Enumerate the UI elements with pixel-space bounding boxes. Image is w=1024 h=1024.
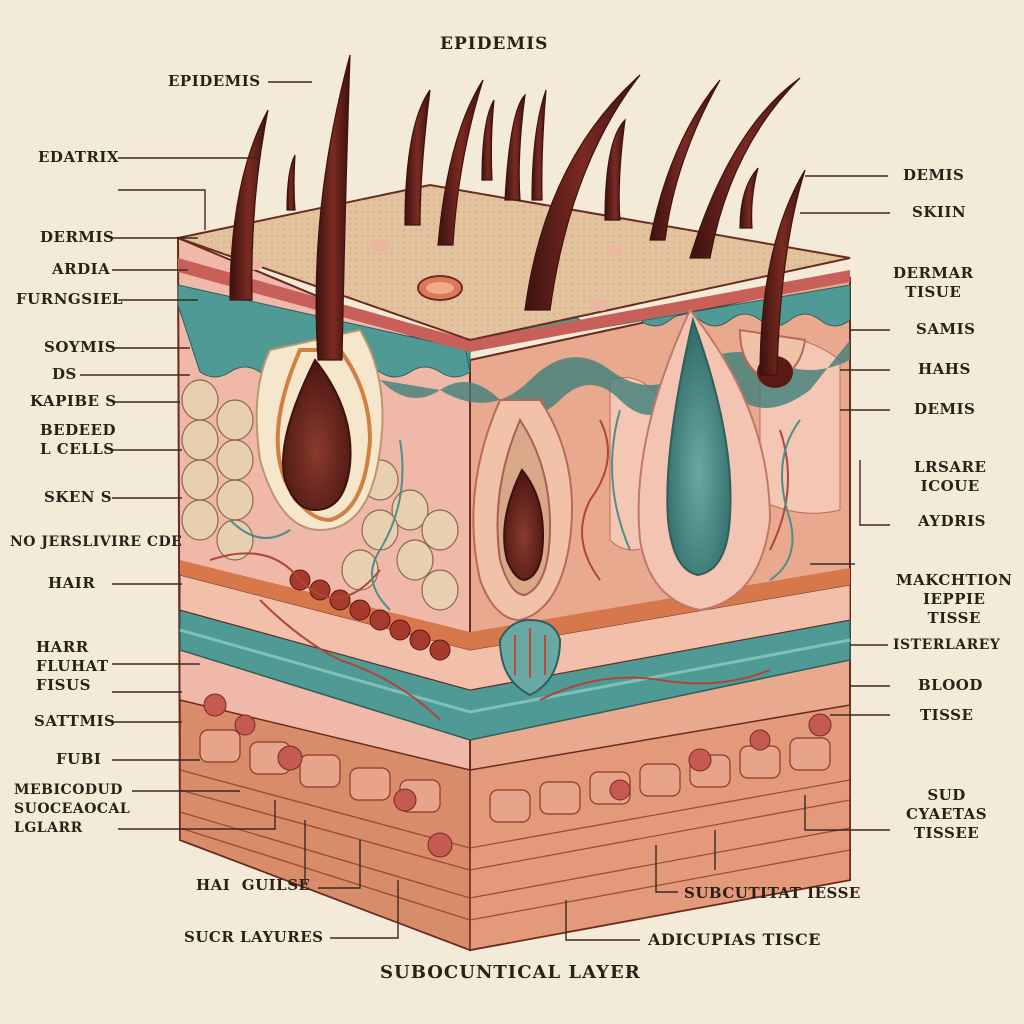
bottom-leader-lines	[304, 820, 716, 941]
hair-bulb-middle	[503, 468, 545, 582]
label-ardia: ARDIA	[52, 260, 111, 278]
label-adicupias-tisce: ADICUPIAS TISCE	[648, 930, 821, 949]
label-bedeed-cells: BEDEED L CELLS	[40, 421, 116, 458]
hair-shaft-4	[437, 79, 484, 246]
left-leader-lines	[80, 81, 312, 830]
label-dermar-tisue: DERMAR TISUE	[893, 264, 974, 301]
label-makchtion: MAKCHTION IEPPIE TISSE	[896, 571, 1013, 627]
hair-shaft-2	[229, 109, 269, 301]
label-mebicodud: MEBICODUD SUOCEAOCAL LGLARR	[14, 782, 131, 836]
label-tisse: TISSE	[920, 706, 974, 724]
label-fubi: FUBI	[56, 750, 102, 768]
hair-shaft-14	[531, 89, 547, 201]
label-epidermis-left: EPIDEMIS	[168, 72, 261, 90]
hair-shaft-3	[404, 89, 431, 226]
hair-shaft-11	[759, 169, 806, 376]
bottom-title: SUBOCUNTICAL LAYER	[380, 962, 641, 983]
label-samis: SAMIS	[916, 320, 976, 338]
label-sud-cyaetas-tissee: SUD CYAETAS TISSEE	[906, 786, 988, 842]
right-leader-lines	[800, 175, 890, 831]
hair-shaft-10	[739, 167, 759, 229]
hair-shaft-1	[315, 54, 351, 361]
label-demis-right-1: DEMIS	[903, 166, 965, 184]
label-furngsiel: FURNGSIEL	[16, 290, 124, 308]
label-subcutitat-iesse: SUBCUTITAT IESSE	[684, 884, 861, 902]
hair-bulb-left	[282, 358, 352, 512]
label-edatrix: EDATRIX	[38, 148, 120, 166]
label-ds: DS	[52, 365, 77, 383]
hair-shaft-12	[286, 154, 296, 211]
hair-shaft-9	[689, 77, 801, 259]
label-sken: SKEN S	[44, 488, 113, 506]
label-lrsare-icoue: LRSARE ICOUE	[914, 458, 987, 495]
top-title: EPIDEMIS	[440, 34, 549, 54]
label-aydris: AYDRIS	[918, 512, 986, 530]
label-blood: BLOOD	[918, 676, 983, 694]
label-isterlarey: ISTERLAREY	[893, 637, 1001, 653]
label-dermis-left: DERMIS	[40, 228, 115, 246]
label-sattmis: SATTMIS	[34, 712, 116, 730]
label-soymis: SOYMIS	[44, 338, 117, 356]
hair-shaft-13	[481, 99, 495, 181]
label-hai-guilse: HAI GUILSE	[196, 876, 311, 894]
label-skiin: SKIIN	[912, 203, 967, 221]
hair-shaft-8	[649, 79, 721, 241]
hair-shaft-5	[504, 93, 526, 201]
hair-bulb-right	[666, 316, 732, 577]
label-harr-fluhat-fisus: HARR FLUHAT FISUS	[36, 638, 109, 694]
label-hahs: HAHS	[918, 360, 971, 378]
label-no-jerslivire: NO JERSLIVIRE CDE	[10, 534, 183, 550]
label-sucr-layures: SUCR LAYURES	[184, 928, 324, 946]
hair-shaft-7	[604, 118, 626, 221]
label-hair: HAIR	[48, 574, 96, 592]
hair-shaft-6	[524, 74, 641, 311]
label-kapibe: KAPIBE S	[30, 392, 117, 410]
label-demis-right-2: DEMIS	[914, 400, 976, 418]
